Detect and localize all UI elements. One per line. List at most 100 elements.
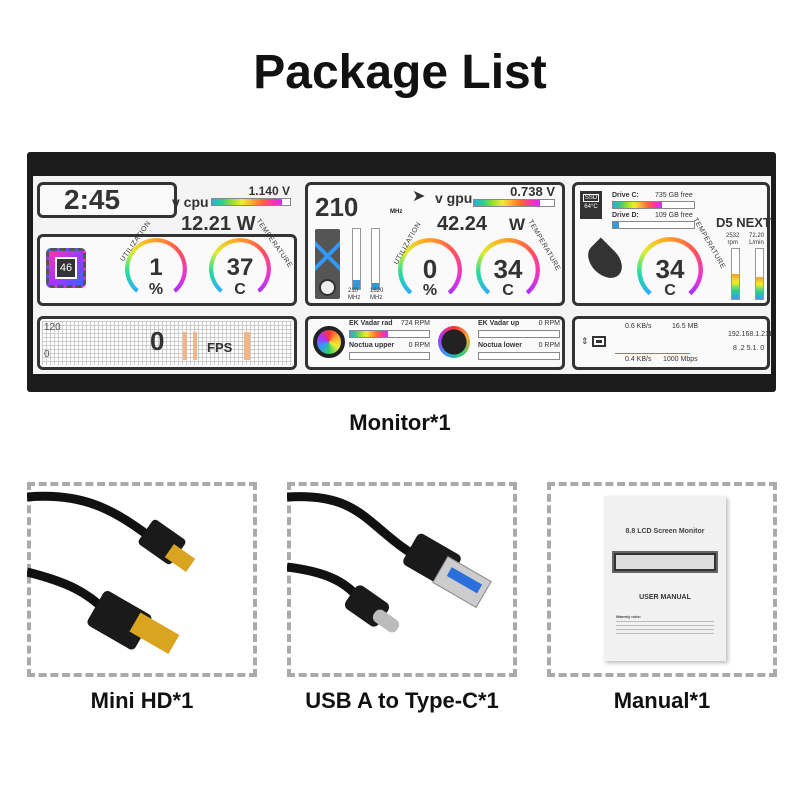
fan-icon: [313, 326, 345, 358]
fan-rpm: 0 RPM: [408, 342, 430, 349]
cpu-temp-value: 37: [226, 254, 254, 281]
ip-address: 192.168.1.211: [728, 331, 773, 338]
vcpu-label: v cpu: [172, 194, 209, 210]
cpu-temp-gauge: [209, 238, 271, 300]
manual-title: 8.8 LCD Screen Monitor: [625, 528, 705, 535]
monitor-caption: Monitor*1: [349, 410, 451, 435]
fan-name: EK Vadar up: [478, 320, 520, 327]
fps-min: 0: [44, 349, 50, 360]
pump-flow-bar: [755, 248, 764, 300]
pump-rpm-bar: [731, 248, 740, 300]
item-box-usb-cable: [287, 482, 517, 677]
manual-subtitle: USER MANUAL: [639, 594, 691, 601]
fan-bar: [478, 330, 560, 338]
pump-rpm-unit: rpm: [727, 240, 738, 246]
gpu-clock-unit: MHz: [390, 209, 403, 215]
usb-cable-caption: USB A to Type-C*1: [305, 688, 499, 713]
fps-max: 120: [44, 322, 61, 333]
gpu-util-value: 0: [422, 254, 438, 284]
drive-d-label: Drive D:: [612, 212, 639, 219]
pump-name: D5 NEXT: [716, 215, 771, 230]
cpu-util-gauge: [125, 238, 187, 300]
fan-rpm: 724 RPM: [400, 320, 430, 327]
fps-unit: FPS: [207, 340, 233, 355]
gpu-temp-value: 34: [493, 254, 523, 284]
drive-c-bar: [612, 201, 695, 209]
fan-rpm: 0 RPM: [538, 320, 560, 327]
cpu-power: 12.21 W: [181, 213, 256, 235]
drive-c-free: 735 GB free: [655, 192, 693, 199]
vgpu-bar: [473, 199, 555, 207]
coolant-temp-unit: C: [664, 282, 676, 299]
item-box-mini-hd: [27, 482, 257, 677]
manual-caption: Manual*1: [613, 688, 711, 713]
network-graph-line: [615, 353, 690, 354]
gpu-temp-unit: C: [502, 282, 514, 299]
fans-panel: [305, 316, 565, 370]
aorus-logo-icon: ➤: [412, 188, 426, 205]
manual-monitor-image: [612, 551, 718, 573]
fps-bar: [183, 332, 187, 360]
clock: 2:45: [64, 184, 121, 215]
pump-rpm-value: 2532: [726, 233, 740, 239]
vgpu-label: v gpu: [435, 190, 473, 206]
fps-value: 0: [150, 326, 165, 356]
fps-bar: [193, 332, 197, 360]
fan-icon: [438, 326, 470, 358]
item-box-manual: [547, 482, 777, 677]
gpu-clock: 210: [315, 192, 359, 222]
clock-box: [37, 182, 177, 218]
fan-name: EK Vadar rad: [349, 320, 393, 327]
upload-speed: 0.6 KB/s: [625, 323, 652, 330]
fan-bar: [478, 352, 560, 360]
cpu-temp-unit: C: [234, 281, 246, 298]
mini-hd-caption: Mini HD*1: [90, 688, 194, 713]
up-down-arrows-icon: ⇕: [581, 336, 589, 346]
gpu-util-unit: %: [422, 282, 438, 299]
download-speed: 0.4 KB/s: [625, 356, 652, 363]
manual-text-lines: [616, 621, 714, 635]
gpu-mem-clock-value: 1620: [370, 288, 384, 294]
ssd-temp: 64°C: [584, 204, 598, 210]
gpu-core-clock-unit: MHz: [348, 295, 361, 301]
gpu-util-gauge: [398, 238, 462, 302]
fan-bar: [349, 352, 430, 360]
page-title: Package List: [253, 46, 547, 99]
total-transferred: 16.5 MB: [672, 323, 699, 330]
fan-name: Noctua lower: [478, 342, 522, 349]
drive-d-bar: [612, 221, 695, 229]
ssd-label: SSD: [582, 194, 600, 202]
fan-name: Noctua upper: [349, 342, 395, 349]
vcpu-bar: [211, 198, 291, 206]
gpu-power-unit: W: [509, 215, 526, 234]
graphics-card-icon: [315, 229, 340, 299]
pump-flow-value: 72.20: [749, 233, 765, 239]
gpu-temp-gauge: [476, 238, 540, 302]
gpu-power: 42.24: [437, 213, 488, 235]
fps-graph: [42, 321, 292, 365]
ip-address-2: 8 .2 5.1. 0: [733, 345, 765, 352]
coolant-temp-gauge: [637, 237, 703, 303]
hdmi-cable-icon: [27, 491, 196, 655]
ssd-icon: SSD 64°C: [580, 191, 602, 219]
gpu-mem-clock-bar: [371, 228, 380, 290]
usb-cable-icon: [287, 492, 492, 633]
link-speed: 1000 Mbps: [663, 356, 698, 363]
pump-flow-unit: L/min: [749, 240, 764, 246]
gpu-core-clock-value: 210: [348, 288, 359, 294]
drive-c-label: Drive C:: [612, 192, 639, 199]
cpu-chip-value: 46: [55, 257, 77, 279]
fan-rpm: 0 RPM: [538, 342, 560, 349]
manual-note: Warmly note:: [616, 614, 642, 619]
vgpu-voltage: 0.738 V: [510, 184, 555, 199]
gpu-mem-clock-unit: MHz: [370, 295, 383, 301]
user-manual: 8.8 LCD Screen Monitor USER MANUAL Warml…: [604, 496, 726, 661]
ethernet-icon: [592, 336, 606, 347]
cpu-util-unit: %: [148, 281, 164, 298]
cpu-util-value: 1: [149, 254, 163, 281]
fps-bar: [244, 332, 250, 360]
